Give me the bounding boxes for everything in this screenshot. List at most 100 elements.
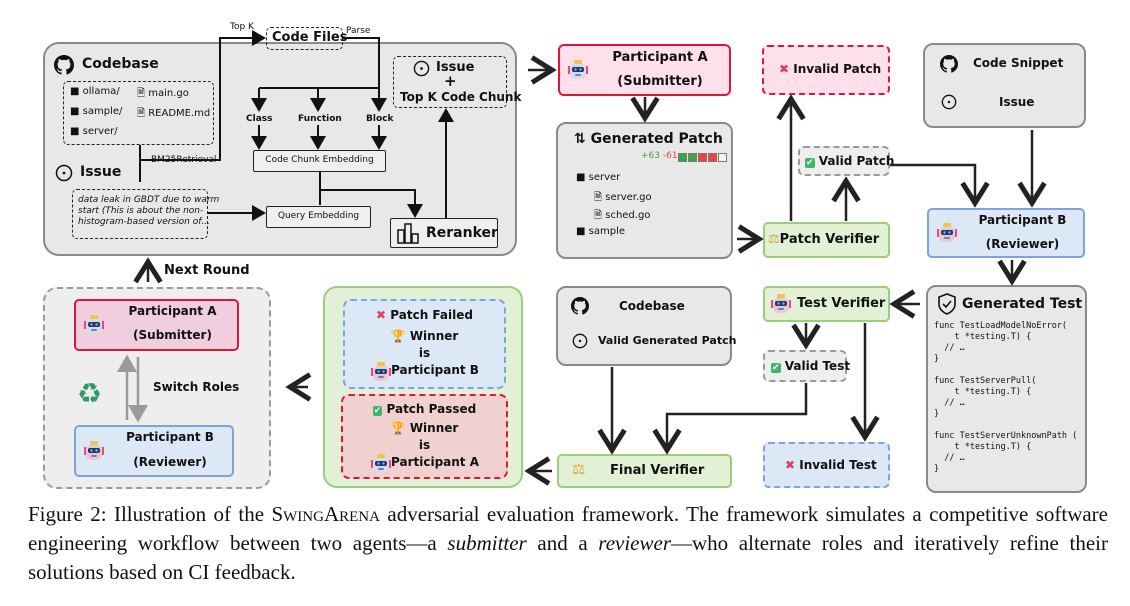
participant-b-name: Participant B xyxy=(978,213,1067,227)
next-round-label: Next Round xyxy=(164,263,250,278)
scales-icon: ⚖ xyxy=(572,460,586,478)
figure-caption: Figure 2: Illustration of the SwingArena… xyxy=(28,502,1108,584)
final-verifier-node xyxy=(557,454,732,488)
is-label: is xyxy=(418,438,431,452)
robot-icon xyxy=(567,58,589,80)
valid-patch-label: ✔ Valid Patch xyxy=(805,154,895,168)
diff-block-add xyxy=(678,153,687,162)
cross-icon: ✖ xyxy=(779,62,790,76)
folder-icon: ■ xyxy=(576,226,586,237)
topk-label: Top K xyxy=(230,22,254,32)
patch-tree-item: ■ sample xyxy=(576,226,625,237)
code-files-node xyxy=(266,27,343,50)
issue-title: Issue xyxy=(80,164,122,180)
participant-a-role: (Submitter) xyxy=(617,74,703,89)
final-verifier-label: Final Verifier xyxy=(610,463,705,478)
switch-a-role: (Submitter) xyxy=(133,328,212,342)
participant-b-role: (Reviewer) xyxy=(985,237,1060,251)
check-icon: ✔ xyxy=(372,406,383,416)
patch-failed-outcome xyxy=(343,299,506,389)
robot-icon xyxy=(83,313,105,335)
check-icon: ✔ xyxy=(771,363,781,373)
reranker-bars-icon xyxy=(397,223,419,244)
retrieval-output-plus: + xyxy=(444,72,457,90)
code-files-label: Code Files xyxy=(272,30,348,45)
chunk-type-function: Function xyxy=(298,114,342,124)
patch-tree-item: ■ server xyxy=(576,172,621,183)
winner-participant-b: Participant B xyxy=(391,363,479,377)
issue-icon xyxy=(413,60,430,77)
diff-block-add xyxy=(688,153,697,162)
trophy-icon: 🏆 xyxy=(390,329,406,343)
robot-icon xyxy=(370,452,392,474)
diff-stats: +63 -61 xyxy=(641,151,678,161)
cross-icon: ✖ xyxy=(785,458,796,472)
cross-icon: ✖ xyxy=(376,308,387,322)
patch-tree-item: 🗎 sched.go xyxy=(594,210,651,221)
file-icon: 🗎 xyxy=(594,192,603,203)
patch-verifier-label: ⚖Patch Verifier xyxy=(768,232,880,247)
switch-a-name: Participant A xyxy=(128,304,217,318)
invalid-test-label: ✖ Invalid Test xyxy=(785,458,877,472)
robot-icon xyxy=(936,221,958,243)
generated-patch-title: ⇅ Generated Patch xyxy=(574,131,723,147)
final-patch-label: Valid Generated Patch xyxy=(598,334,737,347)
winner-label: 🏆 Winner xyxy=(390,421,459,435)
folder-icon: ■ xyxy=(70,126,80,137)
pull-request-icon: ⇅ xyxy=(574,131,586,147)
generated-test-code: func TestLoadModelNoError( t *testing.T)… xyxy=(934,321,1078,474)
issue-icon xyxy=(572,333,588,349)
issue-icon xyxy=(941,94,957,110)
query-embedding-label: Query Embedding xyxy=(277,211,360,221)
winner-label: 🏆 Winner xyxy=(390,329,459,343)
bm25-label: BM25Retrieval xyxy=(151,155,217,165)
file-tree-item: ■ server/ xyxy=(70,126,118,137)
generated-test-title: Generated Test xyxy=(962,296,1083,312)
folder-icon: ■ xyxy=(70,106,80,117)
patch-passed-status: ✔ Patch Passed xyxy=(372,402,477,416)
patch-passed-outcome xyxy=(341,394,508,479)
robot-icon xyxy=(83,439,105,461)
code-snippet-label: Code Snippet xyxy=(973,56,1064,70)
participant-a-name: Participant A xyxy=(612,50,708,65)
edge-validtest-to-final xyxy=(652,383,808,455)
winner-participant-a: Participant A xyxy=(391,455,479,469)
file-tree-item: 🗎 main.go xyxy=(137,88,189,99)
switch-roles-label: Switch Roles xyxy=(153,380,240,394)
diff-block-neutral xyxy=(718,153,727,162)
framework-name: SwingArena xyxy=(271,502,380,526)
file-icon: 🗎 xyxy=(594,210,603,221)
robot-icon xyxy=(370,360,392,382)
file-icon: 🗎 xyxy=(137,88,146,99)
retrieval-output-node xyxy=(393,56,507,108)
file-tree-item: ■ ollama/ xyxy=(70,86,120,97)
final-codebase-label: Codebase xyxy=(619,299,685,313)
github-icon xyxy=(940,55,958,73)
file-tree-item: 🗎 README.md xyxy=(137,108,211,119)
switch-b-role: (Reviewer) xyxy=(133,455,207,469)
edge-valid-to-reviewer xyxy=(890,163,990,208)
parse-label: Parse xyxy=(346,26,371,36)
file-icon: 🗎 xyxy=(137,108,146,119)
retrieval-output-chunk: Top K Code Chunk xyxy=(400,90,522,104)
code-chunk-embedding-node xyxy=(253,150,386,172)
chunk-type-block: Block xyxy=(366,114,394,124)
invalid-patch-label: ✖ Invalid Patch xyxy=(779,62,882,76)
folder-icon: ■ xyxy=(70,86,80,97)
github-icon xyxy=(571,297,589,315)
invalid-patch-node xyxy=(762,45,890,95)
issue-text-box xyxy=(72,189,208,239)
valid-test-label: ✔ Valid Test xyxy=(771,359,851,373)
invalid-test-node xyxy=(763,442,890,488)
check-icon: ✔ xyxy=(805,158,815,168)
robot-icon xyxy=(770,292,792,314)
github-icon xyxy=(54,55,74,75)
deletions-count: -61 xyxy=(662,151,678,161)
retrieval-output-issue: Issue xyxy=(436,60,475,75)
issue-text: data leak in GBDT due to warm start (Thi… xyxy=(78,195,220,227)
reranker-label: Reranker xyxy=(426,225,498,241)
switch-b-name: Participant B xyxy=(126,430,214,444)
diff-block-del xyxy=(698,153,707,162)
is-label: is xyxy=(418,346,431,360)
chunk-type-class: Class xyxy=(246,114,273,124)
